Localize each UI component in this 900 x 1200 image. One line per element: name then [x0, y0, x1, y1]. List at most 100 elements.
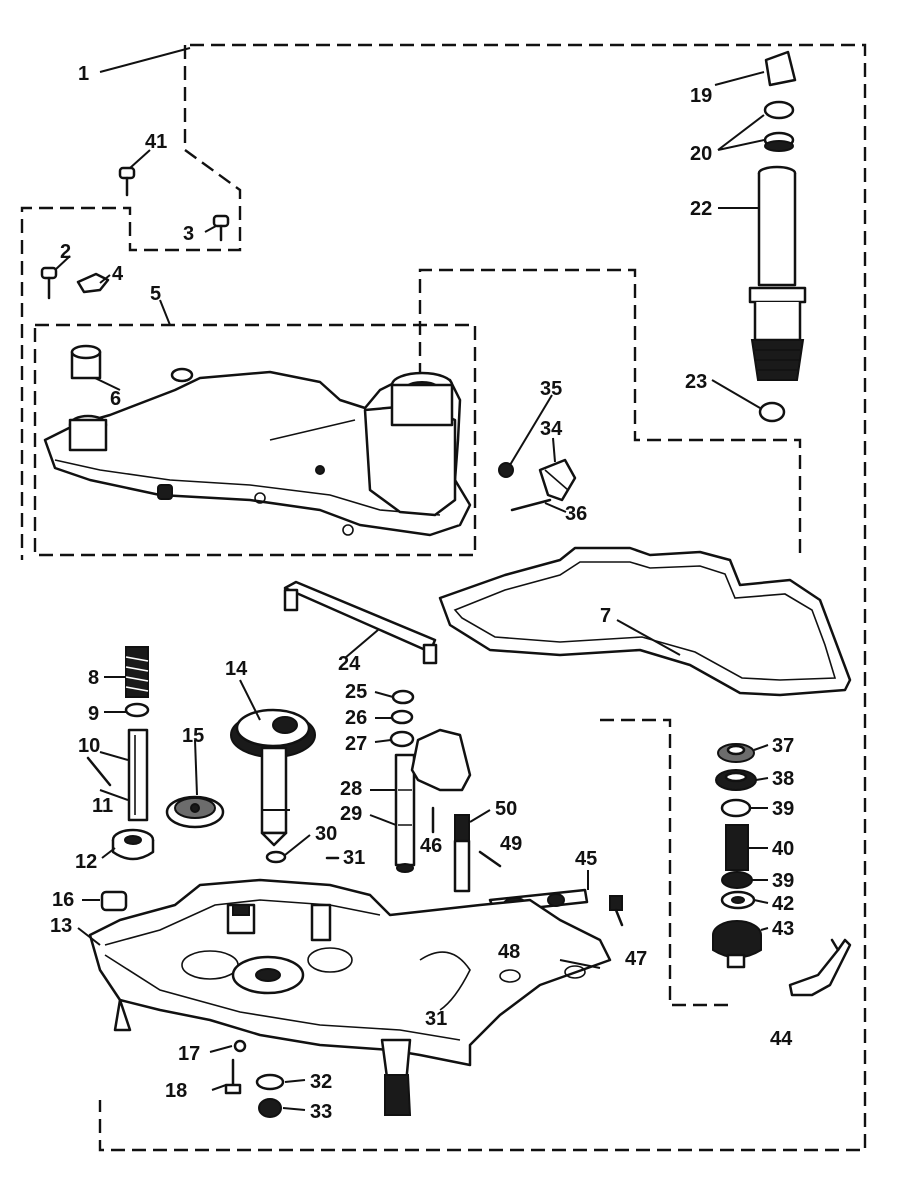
label-41: 41: [145, 131, 167, 153]
label-25: 25: [345, 681, 367, 703]
part-12-gear: [111, 828, 155, 861]
part-38-bearing: [715, 769, 757, 791]
part-47-nut: [609, 895, 624, 927]
label-12: 12: [75, 851, 97, 873]
label-20: 20: [690, 143, 712, 165]
label-7: 7: [600, 605, 611, 627]
part-13-gear-case: [88, 878, 612, 1102]
part-24-link: [283, 580, 438, 665]
part-44-bracket: [788, 938, 852, 997]
part-labels: 1 41 3 2 4 5 6 19 20 22 23 35 34 36 7 24…: [50, 63, 794, 1123]
part-7-gasket: [438, 546, 852, 697]
part-42-ring: [720, 890, 756, 910]
lower-right-outline: [600, 718, 735, 1007]
label-24: 24: [338, 653, 361, 675]
part-34-cam: [538, 458, 577, 502]
part-20-seals: [763, 100, 795, 152]
part-16-block: [100, 890, 128, 912]
part-11-pin: [86, 756, 112, 787]
label-32: 32: [310, 1071, 332, 1093]
label-37: 37: [772, 735, 794, 757]
part-17-washer: [233, 1039, 247, 1053]
part-28-shaft-crank: [394, 728, 472, 873]
label-34: 34: [540, 418, 563, 440]
label-19: 19: [690, 85, 712, 107]
label-9: 9: [88, 703, 99, 725]
label-40: 40: [772, 838, 794, 860]
part-8-spring: [125, 646, 149, 698]
screw-2: [40, 266, 58, 300]
clip-4: [76, 272, 110, 294]
label-4: 4: [112, 263, 124, 285]
output-shaft-bottom: [384, 1074, 412, 1116]
label-16: 16: [52, 889, 74, 911]
part-22-spin-tube: [748, 165, 807, 381]
label-28: 28: [340, 778, 362, 800]
label-36: 36: [565, 503, 587, 525]
label-26: 26: [345, 707, 367, 729]
label-11: 11: [92, 795, 113, 817]
label-1: 1: [78, 63, 89, 85]
part-32-seal: [255, 1073, 285, 1091]
assembly-outline: [98, 43, 867, 1152]
cover-assembly-box: [33, 323, 477, 557]
sub-assembly-outline: [20, 45, 242, 560]
label-10: 10: [78, 735, 100, 757]
label-39-lower: 39: [772, 870, 794, 892]
part-33-nut: [258, 1098, 282, 1118]
part-10-shaft: [127, 728, 149, 822]
label-5: 5: [150, 283, 161, 305]
label-46: 46: [420, 835, 442, 857]
label-45: 45: [575, 848, 597, 870]
part-39-washer-top: [720, 798, 752, 818]
label-27: 27: [345, 733, 367, 755]
label-48: 48: [498, 941, 520, 963]
part-14-gear: [230, 708, 316, 847]
label-6: 6: [110, 388, 121, 410]
part-36-pin: [510, 498, 552, 512]
part-43-pinion: [712, 920, 762, 969]
leader-lines: [54, 47, 769, 1111]
part-40-spline: [725, 824, 749, 871]
label-50: 50: [495, 798, 517, 820]
part-30-ring: [265, 850, 287, 864]
label-8: 8: [88, 667, 99, 689]
label-3: 3: [183, 223, 194, 245]
part-49-pin: [478, 850, 502, 868]
label-30: 30: [315, 823, 337, 845]
part-39-washer-bottom: [721, 871, 753, 889]
label-15: 15: [182, 725, 204, 747]
cover-bracket-outline: [418, 268, 802, 560]
part-6-bushing: [70, 344, 102, 380]
screw-3: [212, 214, 230, 242]
part-23-washer: [758, 401, 786, 423]
label-18: 18: [165, 1080, 187, 1102]
label-13: 13: [50, 915, 72, 937]
label-33: 33: [310, 1101, 332, 1123]
label-29: 29: [340, 803, 362, 825]
label-17: 17: [178, 1043, 200, 1065]
gear-case-cover: [43, 367, 472, 537]
part-50-spring-shaft: [453, 814, 471, 893]
part-19-cap: [764, 50, 797, 87]
label-2: 2: [60, 241, 71, 263]
label-31-lower: 31: [425, 1008, 447, 1030]
label-44: 44: [770, 1028, 793, 1050]
label-23: 23: [685, 371, 707, 393]
label-47: 47: [625, 948, 647, 970]
part-9-washer: [124, 702, 150, 718]
label-39-upper: 39: [772, 798, 794, 820]
part-15-gear: [165, 795, 225, 829]
label-22: 22: [690, 198, 712, 220]
label-14: 14: [225, 658, 248, 680]
part-18-screw: [224, 1058, 242, 1095]
part-25-27-washers: [389, 689, 415, 748]
label-38: 38: [772, 768, 794, 790]
screw-41: [118, 166, 136, 197]
label-49: 49: [500, 833, 522, 855]
label-31-upper: 31: [343, 847, 365, 869]
part-35-ball: [498, 462, 514, 478]
label-42: 42: [772, 893, 794, 915]
label-43: 43: [772, 918, 794, 940]
